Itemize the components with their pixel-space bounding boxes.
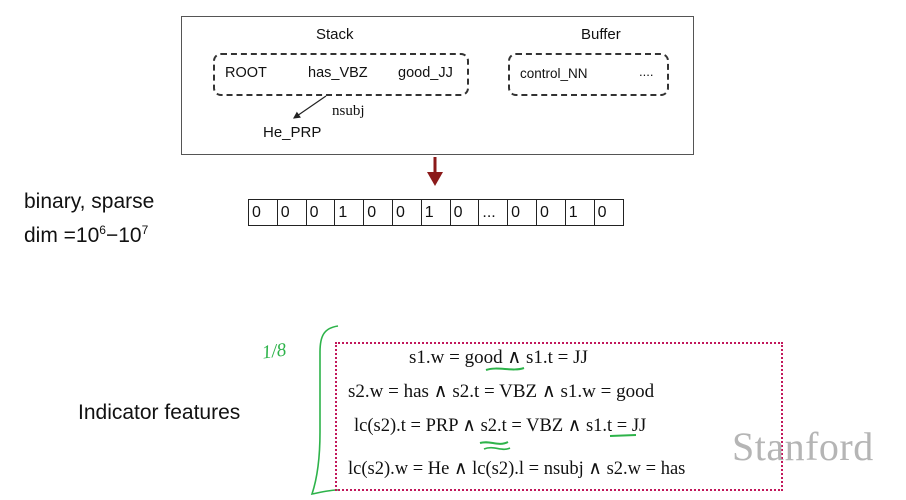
feature-4: lc(s2).w = He ∧ lc(s2).l = nsubj ∧ s2.w … <box>348 459 686 479</box>
feature-3: lc(s2).t = PRP ∧ s2.t = VBZ ∧ s1.t = JJ <box>354 416 647 436</box>
dependency-arc <box>293 95 327 119</box>
vector-cell: 0 <box>537 200 566 225</box>
vector-cell: 1 <box>335 200 365 225</box>
dependent-he: He_PRP <box>263 124 322 141</box>
stack-item-has: has_VBZ <box>308 65 368 81</box>
handwritten-bracket <box>310 325 339 496</box>
stanford-watermark: Stanford <box>732 424 874 469</box>
stack-box: ROOT has_VBZ good_JJ <box>213 53 469 96</box>
stack-title: Stack <box>316 26 354 43</box>
vector-description: binary, sparse dim =106−107 <box>24 187 154 250</box>
vector-cell: 0 <box>508 200 537 225</box>
feature-2: s2.w = has ∧ s2.t = VBZ ∧ s1.w = good <box>348 381 655 402</box>
binary-vector: 0 0 0 1 0 0 1 0 ... 0 0 1 0 <box>248 199 625 226</box>
vector-cell: 0 <box>597 204 607 221</box>
vector-cell: 0 <box>278 200 307 225</box>
buffer-title: Buffer <box>581 26 621 43</box>
vector-dimension: dim =106−107 <box>24 223 149 247</box>
vector-cell: 0 <box>393 200 422 225</box>
vector-cell: 1 <box>422 200 451 225</box>
parser-configuration-panel: Stack Buffer ROOT has_VBZ good_JJ contro… <box>181 16 694 155</box>
buffer-item-ellipsis: .... <box>639 64 654 79</box>
feature-1: s1.w = good ∧ s1.t = JJ <box>409 347 588 368</box>
vector-cell: 0 <box>307 200 336 225</box>
stack-item-good: good_JJ <box>398 65 453 81</box>
vector-cell-ellipsis: ... <box>479 200 509 225</box>
vector-cell: 0 <box>364 200 393 225</box>
buffer-item-control: control_NN <box>520 66 588 81</box>
vector-cell: 1 <box>566 200 595 225</box>
buffer-box: control_NN .... <box>508 53 669 96</box>
vector-cell: 0 <box>451 200 480 225</box>
vector-description-line1: binary, sparse <box>24 190 155 213</box>
arc-label-nsubj: nsubj <box>332 103 365 119</box>
vector-cell: 0 <box>249 200 278 225</box>
indicator-features-label: Indicator features <box>78 401 241 424</box>
stack-item-root: ROOT <box>225 65 267 81</box>
indicator-features-box: s1.w = good ∧ s1.t = JJ s2.w = has ∧ s2.… <box>335 342 783 491</box>
down-arrow-icon <box>427 157 443 186</box>
